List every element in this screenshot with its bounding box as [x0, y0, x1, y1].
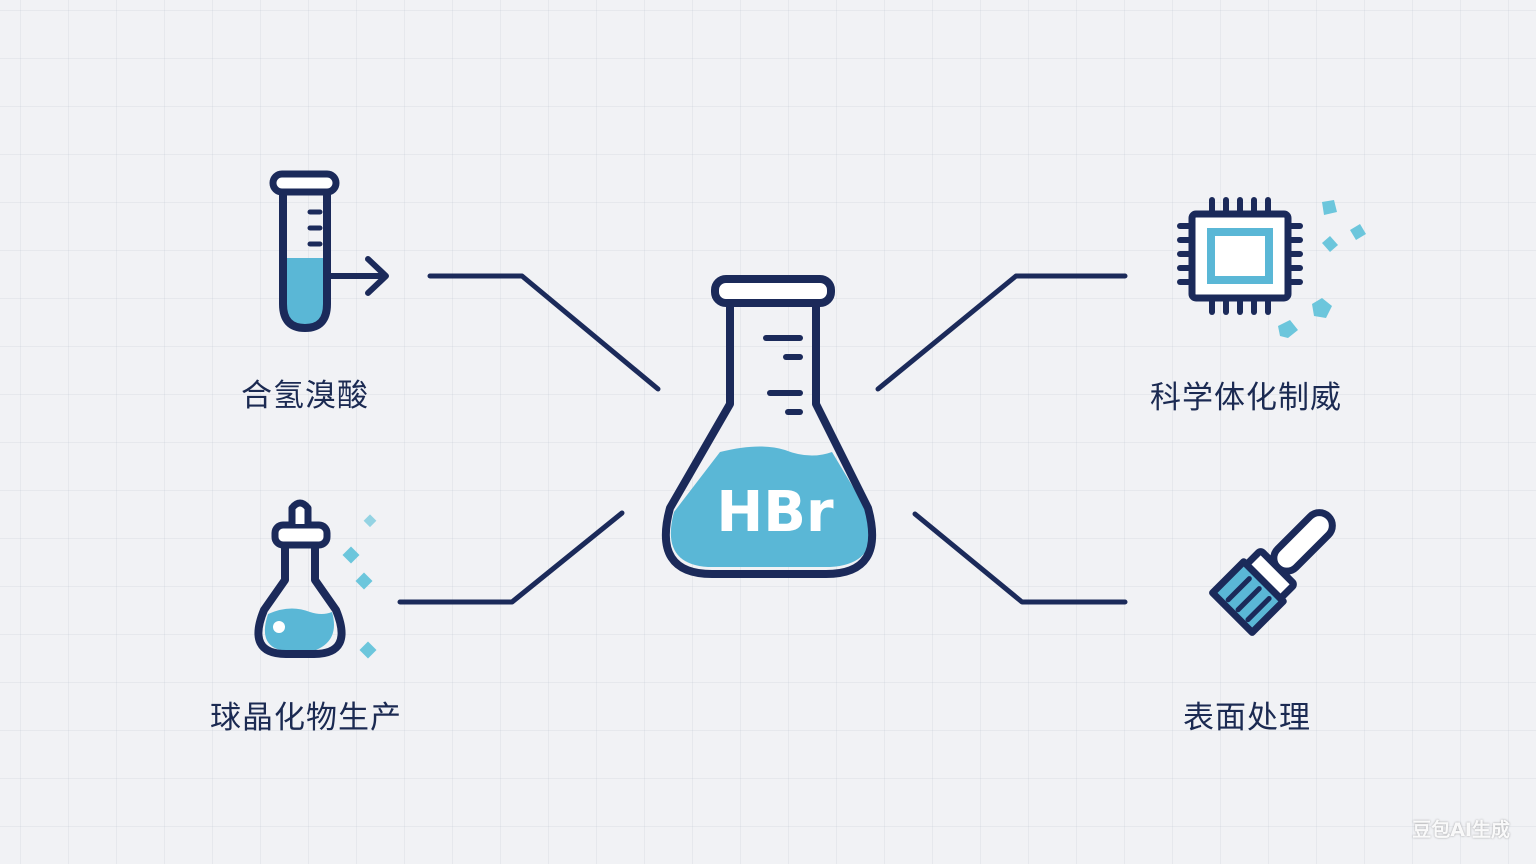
test-tube-arrow-icon	[269, 170, 389, 332]
node-label-bottom-right: 表面处理	[1183, 700, 1311, 736]
node-label-top-left: 合氢溴酸	[241, 378, 369, 414]
droplets	[342, 514, 377, 659]
dropper-flask-icon	[254, 499, 377, 659]
chip-core	[1207, 228, 1273, 284]
connector-bottom-left	[397, 510, 625, 605]
tube-rim	[269, 170, 340, 196]
dropper-collar	[271, 521, 331, 549]
tube-body	[279, 192, 331, 332]
node-label-top-right: 科学体化制威	[1150, 380, 1342, 416]
connector-bottom-right	[912, 511, 1128, 605]
crystal-particles	[1278, 200, 1366, 338]
erlenmeyer-flask-icon: HBr	[661, 275, 877, 578]
connector-top-right	[875, 273, 1128, 392]
tube-liquid	[283, 258, 327, 328]
center-label: HBr	[716, 480, 834, 545]
paint-brush-icon	[1209, 509, 1336, 636]
dropper-liquid	[264, 608, 334, 650]
watermark: 豆包AI生成	[1412, 819, 1510, 841]
node-label-bottom-left: 球晶化物生产	[210, 700, 402, 736]
microchip-icon	[1177, 197, 1366, 338]
flask-liquid	[670, 446, 871, 567]
dropper-bulb	[288, 499, 312, 524]
flask-marks	[763, 335, 803, 415]
flask-rim	[711, 275, 835, 307]
dropper-body	[254, 544, 346, 658]
arrow-right-icon	[327, 256, 389, 296]
flask-body	[661, 298, 877, 578]
connectors	[397, 273, 1128, 605]
connector-top-left	[427, 273, 661, 392]
